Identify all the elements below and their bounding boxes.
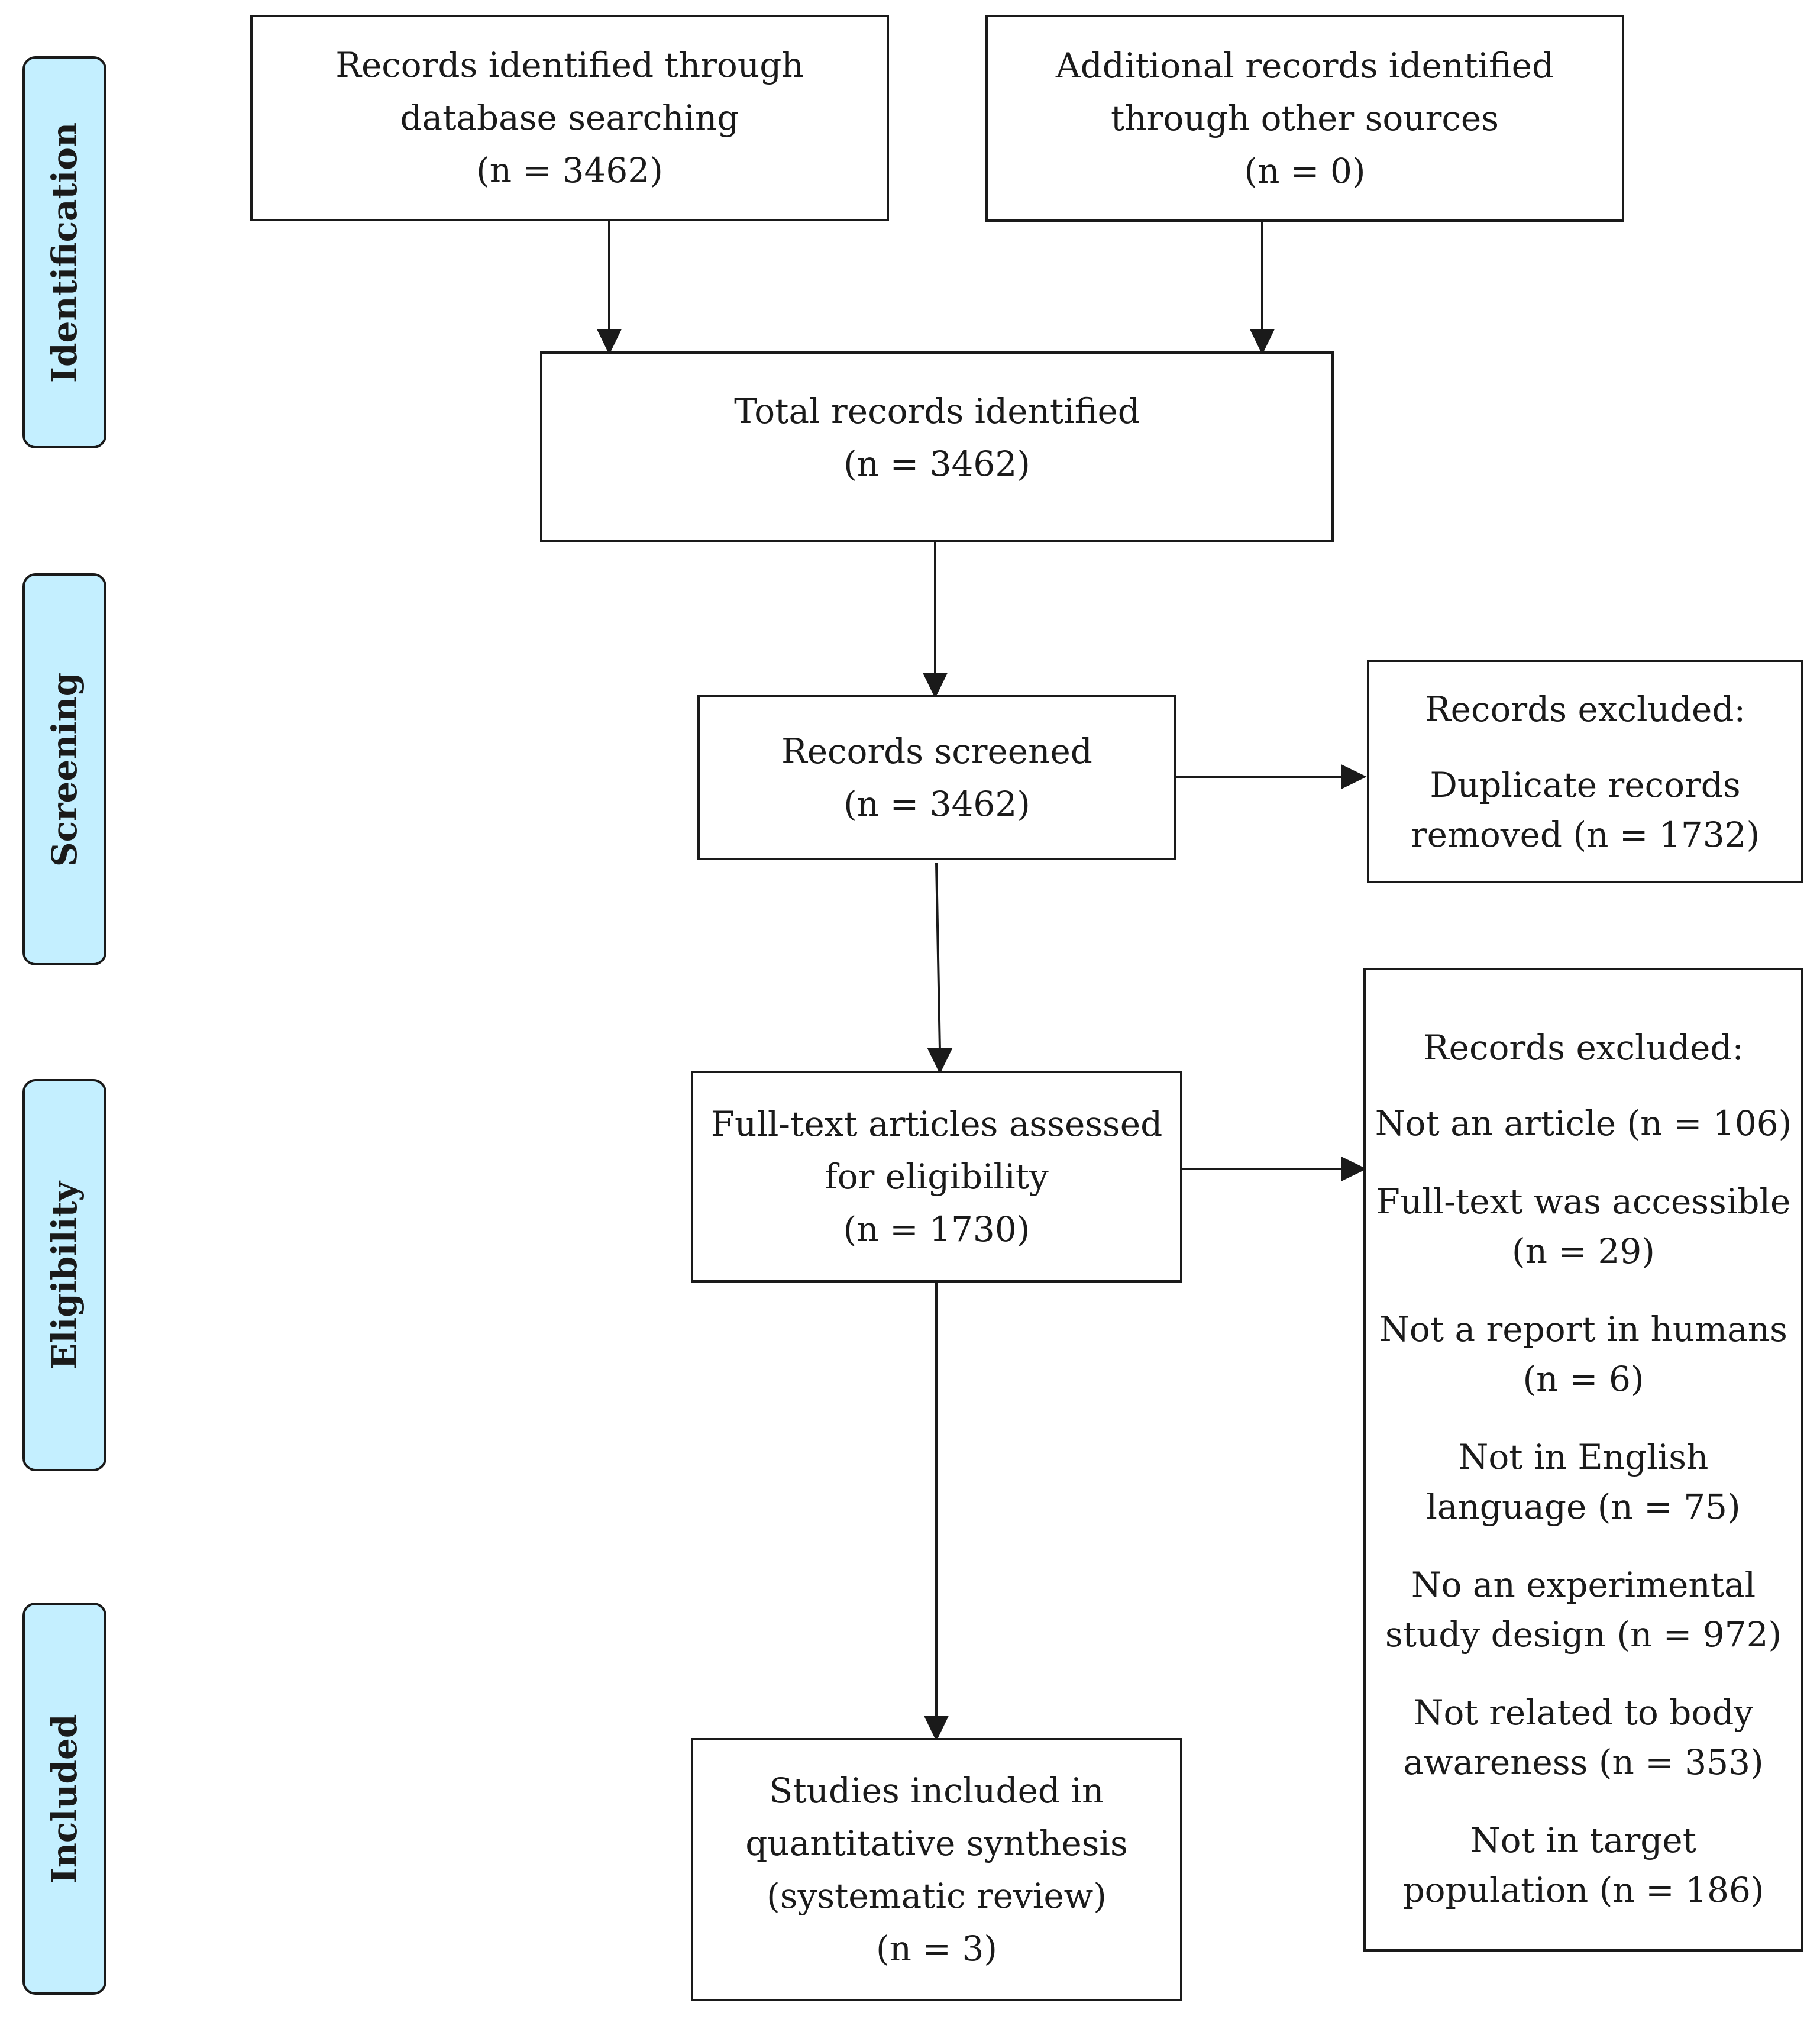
box-other-line2: through other sources [1111,98,1499,138]
arrowhead-total-to-screened [922,673,948,699]
phase-identification: Identification [22,56,106,448]
excluded-reason-count: (n = 29) [1512,1231,1655,1271]
box-fulltext-assessed: Full-text articles assessed for eligibil… [691,1071,1182,1283]
box-excluded-screening: Records excluded: Duplicate records remo… [1367,660,1803,883]
excluded-screening-item-line1: Duplicate records [1430,765,1741,805]
box-fulltext-line2: for eligibility [825,1156,1049,1197]
box-records-screened: Records screened (n = 3462) [697,695,1176,860]
excluded-screening-title: Records excluded: [1425,689,1745,729]
arrowhead-other-to-total [1249,329,1275,355]
excluded-eligibility-title: Records excluded: [1423,1028,1744,1068]
excluded-reason-count: population (n = 186) [1402,1870,1764,1910]
excluded-reason-line: Not related to body [1413,1692,1754,1733]
excluded-reason-line: Not in English [1458,1437,1709,1477]
arrowhead-database-to-total [596,329,622,355]
box-other-sources: Additional records identified through ot… [985,15,1624,222]
phase-included: Included [22,1603,106,1995]
box-other-count: (n = 0) [1244,150,1366,191]
phase-eligibility-label: Eligibility [44,1181,85,1369]
phase-included-label: Included [44,1714,85,1884]
box-database-count: (n = 3462) [476,150,663,190]
phase-identification-label: Identification [44,122,85,383]
box-screened-line1: Records screened [781,731,1092,771]
box-fulltext-count: (n = 1730) [843,1209,1030,1249]
excluded-reason-count: study design (n = 972) [1385,1614,1782,1655]
box-database-records: Records identified through database sear… [250,15,889,221]
phase-screening-label: Screening [44,672,85,867]
box-screened-count: (n = 3462) [843,783,1030,824]
excluded-reason-not-experimental: No an experimental study design (n = 972… [1385,1560,1782,1659]
box-other-line1: Additional records identified [1055,45,1554,86]
phase-screening: Screening [22,573,106,965]
box-included-count: (n = 3) [876,1928,997,1969]
box-included-line2: quantitative synthesis [745,1823,1128,1863]
box-fulltext-line1: Full-text articles assessed [710,1103,1163,1144]
excluded-reason-count: (n = 6) [1522,1359,1644,1399]
arrowhead-screened-to-fulltext [927,1048,953,1074]
arrowhead-screened-to-excluded [1341,764,1367,790]
excluded-reason-line: Full-text was accessible [1376,1181,1791,1222]
excluded-reason-not-body-awareness: Not related to body awareness (n = 353) [1403,1688,1763,1787]
excluded-reason-line: Not a report in humans [1379,1309,1787,1349]
excluded-reason-line: No an experimental [1411,1565,1756,1605]
box-database-line1: Records identified through [335,45,804,85]
excluded-screening-item-line2: removed (n = 1732) [1410,815,1760,855]
box-included-line3: (systematic review) [767,1875,1107,1916]
excluded-reason-not-english: Not in English language (n = 75) [1426,1432,1740,1532]
excluded-reason-not-humans: Not a report in humans (n = 6) [1379,1304,1787,1404]
arrowhead-fulltext-to-excluded [1341,1156,1367,1182]
excluded-reason-line: Not in target [1470,1820,1697,1860]
box-total-count: (n = 3462) [843,444,1030,484]
box-database-line2: database searching [400,98,739,138]
excluded-reason-count: awareness (n = 353) [1403,1742,1764,1782]
box-total-records: Total records identified (n = 3462) [540,351,1334,542]
box-excluded-eligibility: Records excluded: Not an article (n = 10… [1363,968,1803,1952]
box-studies-included: Studies included in quantitative synthes… [691,1738,1182,2001]
arrow-screened-to-fulltext [935,862,941,1051]
box-total-line1: Total records identified [734,391,1140,431]
excluded-reason-line: Not an article (n = 106) [1375,1103,1792,1143]
phase-eligibility: Eligibility [22,1079,106,1471]
excluded-reason-not-target-population: Not in target population (n = 186) [1402,1816,1764,1915]
excluded-reason-not-article: Not an article (n = 106) [1375,1099,1792,1148]
excluded-reason-fulltext: Full-text was accessible (n = 29) [1376,1177,1791,1276]
excluded-reason-count: language (n = 75) [1426,1487,1741,1527]
box-included-line1: Studies included in [769,1770,1104,1811]
arrowhead-fulltext-to-included [923,1716,949,1742]
